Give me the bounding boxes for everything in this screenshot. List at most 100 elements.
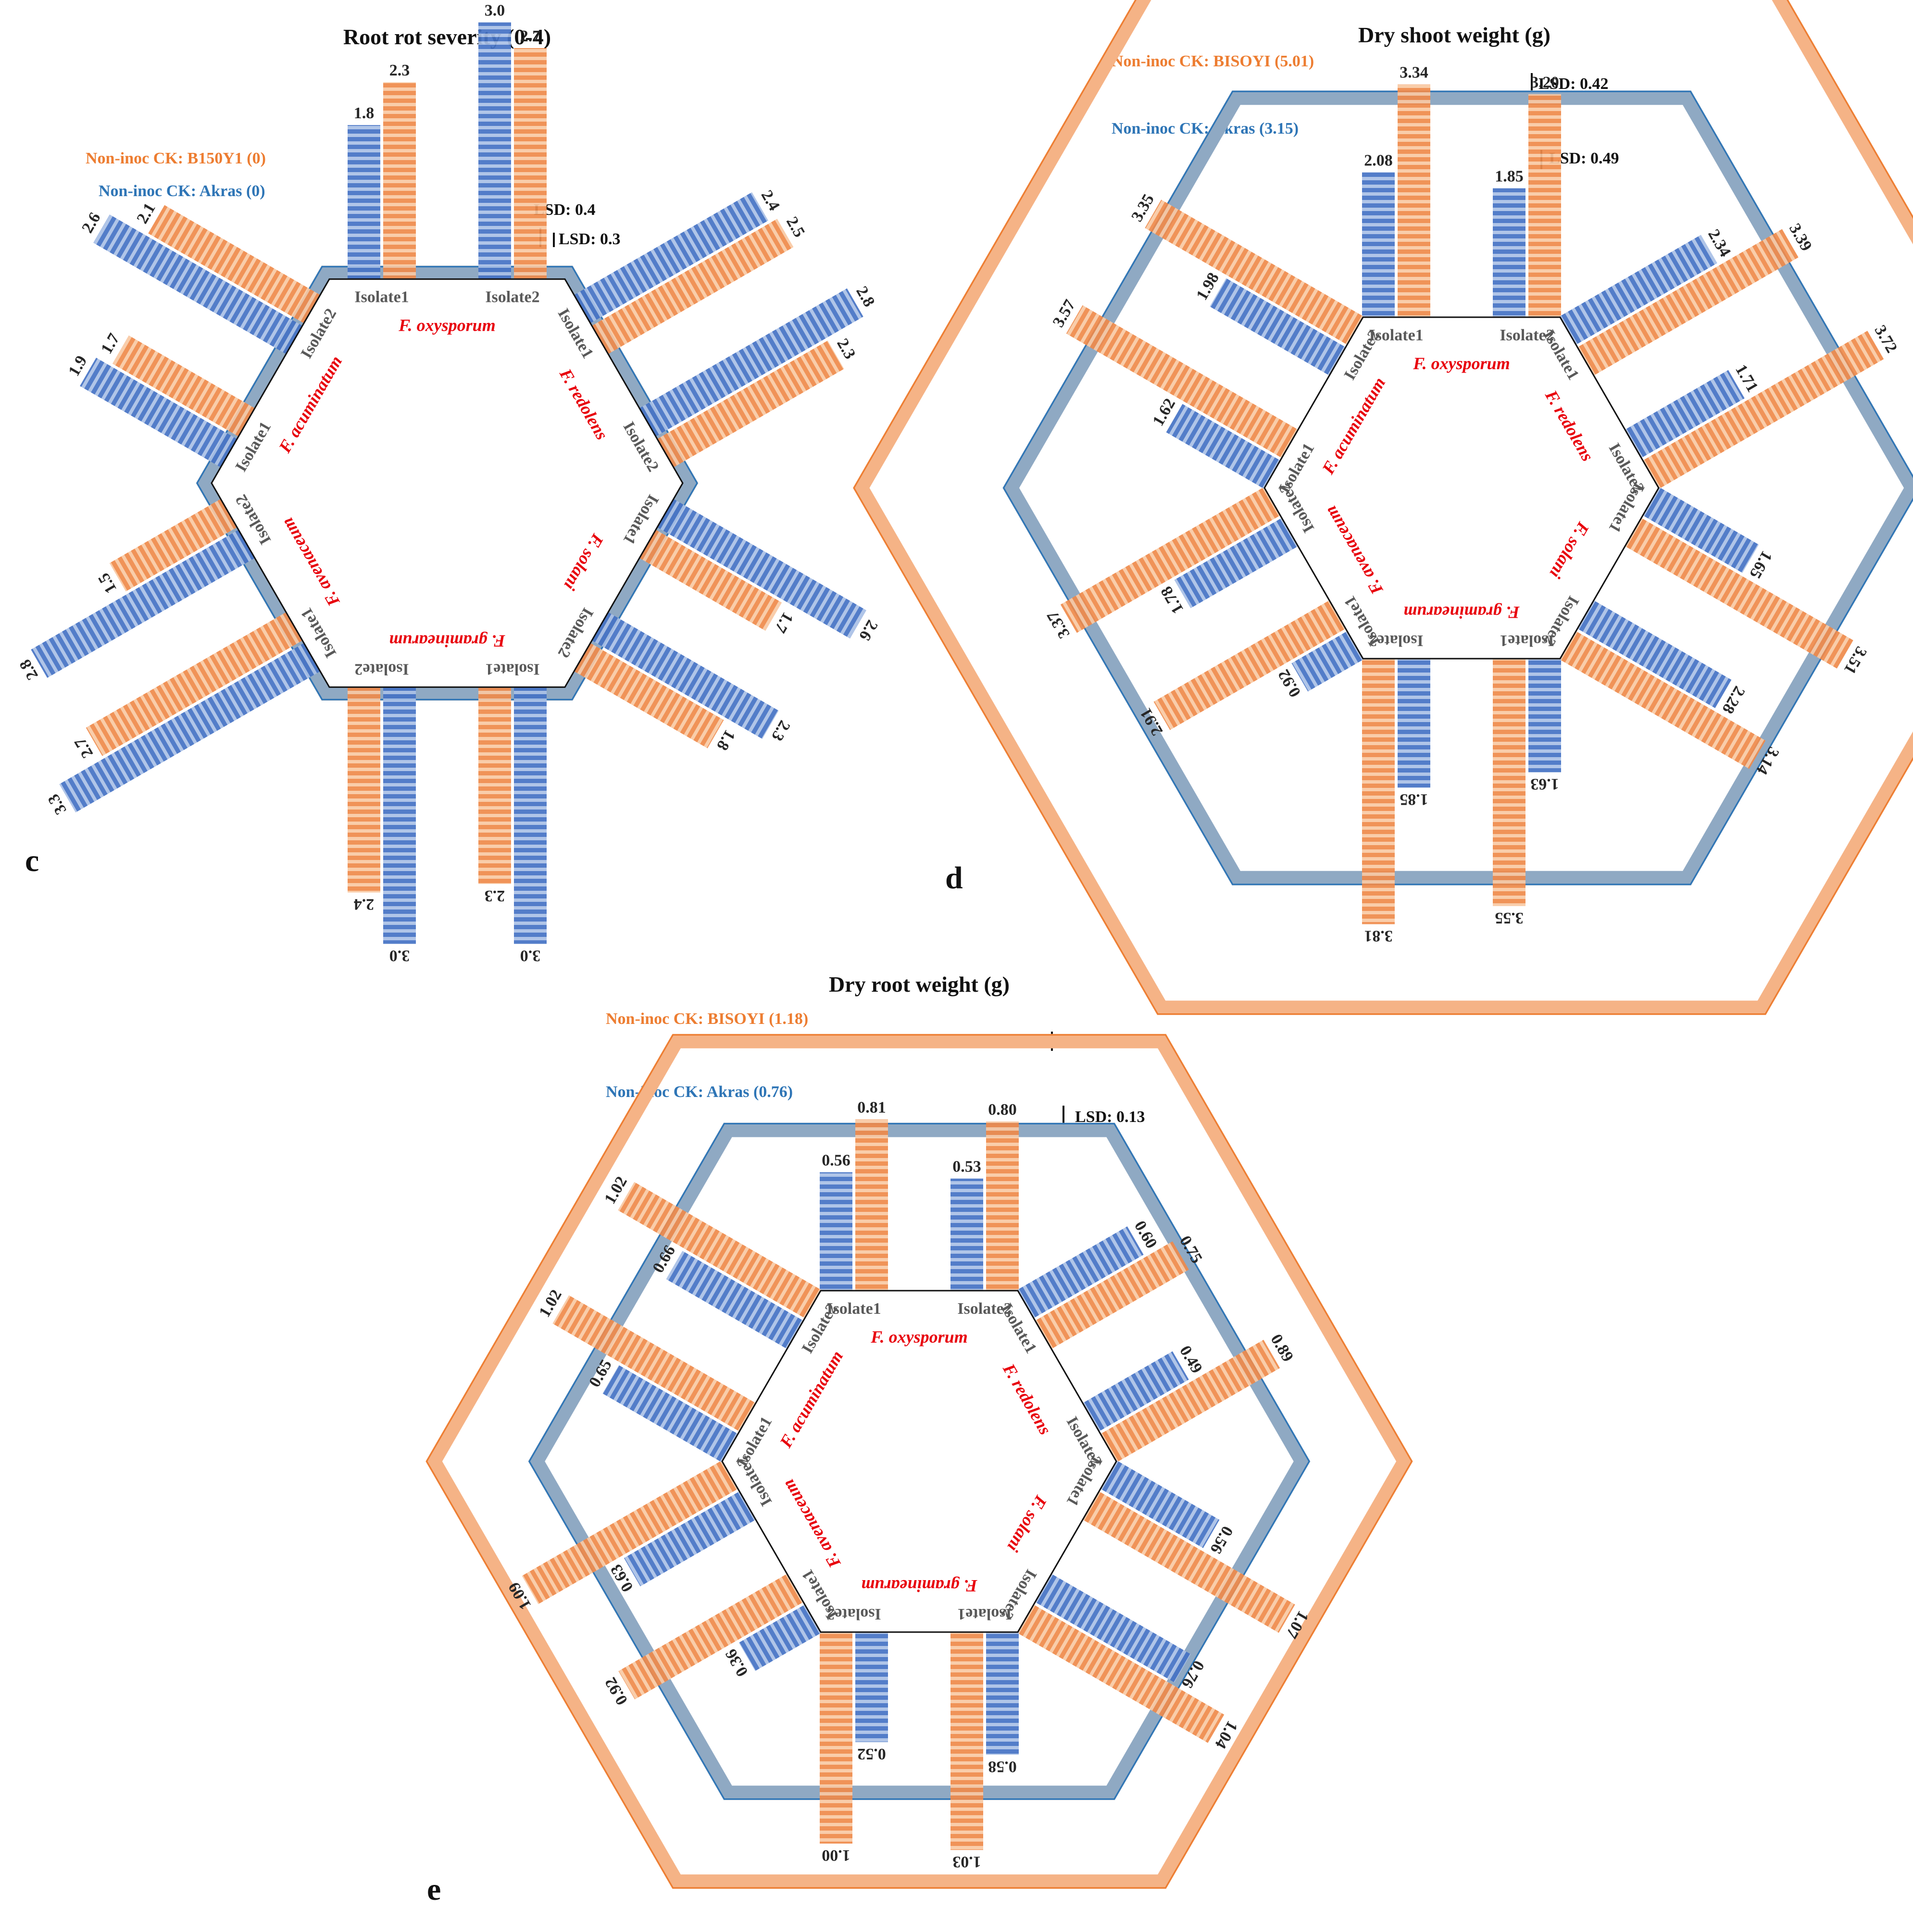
akras-bar bbox=[602, 1365, 738, 1462]
akras-bar bbox=[59, 643, 320, 813]
akras-bar bbox=[514, 687, 547, 944]
cultivar-bar bbox=[1145, 199, 1364, 345]
akras-bar bbox=[1035, 1573, 1191, 1683]
bars: 1.82.33.02.72.42.52.82.32.61.72.31.83.02… bbox=[16, 2, 881, 965]
akras-bar-group: 1.8 bbox=[348, 104, 380, 279]
cultivar-control-ring bbox=[425, 1034, 1413, 1889]
akras-bar-group: 3.0 bbox=[514, 687, 547, 964]
cultivar-value-label: 2.4 bbox=[354, 896, 375, 913]
species-label: F. oxysporum bbox=[1413, 354, 1510, 373]
control-rings bbox=[852, 0, 1913, 1015]
akras-bar-group: 1.63 bbox=[1528, 659, 1561, 793]
isolate-label: Isolate2 bbox=[957, 1300, 1012, 1318]
cultivar-bar bbox=[618, 1573, 803, 1700]
akras-bar-group: 0.52 bbox=[855, 1632, 888, 1763]
cultivar-bar bbox=[522, 1460, 738, 1604]
cultivar-value-label: 0.81 bbox=[857, 1099, 886, 1117]
control-rings bbox=[196, 265, 699, 701]
akras-bar bbox=[1291, 631, 1363, 692]
akras-bar bbox=[80, 358, 237, 468]
cultivar-bar bbox=[109, 499, 237, 592]
akras-value-label: 1.63 bbox=[1530, 775, 1559, 793]
akras-control-ring-edge bbox=[528, 1123, 1310, 1800]
isolate-label: Isolate1 bbox=[826, 1300, 881, 1318]
isolate-label: Isolate1 bbox=[1369, 326, 1423, 344]
cultivar-bar bbox=[986, 1121, 1019, 1291]
akras-value-label: 1.85 bbox=[1495, 168, 1524, 186]
akras-value-label: 3.0 bbox=[485, 2, 505, 20]
isolate-label: Isolate2 bbox=[485, 288, 539, 306]
akras-value-label: 1.85 bbox=[1400, 790, 1428, 808]
akras-bar-group: 3.3 bbox=[44, 643, 320, 818]
cultivar-value-label: 3.34 bbox=[1400, 64, 1428, 82]
akras-bar-group: 0.56 bbox=[820, 1152, 852, 1291]
cultivar-control-label: Non-inoc CK: BISOYI (1.18) bbox=[606, 1010, 808, 1028]
akras-bar bbox=[639, 288, 863, 436]
cultivar-value-label: 2.7 bbox=[520, 27, 541, 45]
side-label-group: Isolate1 Isolate2 F. graminearum bbox=[826, 1576, 1012, 1623]
akras-bar bbox=[1642, 487, 1759, 573]
cultivar-bar-group: 3.81 bbox=[1362, 659, 1395, 945]
species-label: F. graminearum bbox=[861, 1576, 977, 1595]
cultivar-bar bbox=[1066, 305, 1298, 458]
akras-bar-group: 1.85 bbox=[1493, 168, 1525, 317]
cultivar-bar bbox=[1060, 487, 1281, 633]
cultivar-value-label: 0.80 bbox=[988, 1101, 1017, 1119]
akras-bar bbox=[820, 1172, 852, 1291]
akras-bar bbox=[1166, 404, 1280, 489]
akras-control-ring bbox=[1002, 90, 1913, 885]
akras-bar bbox=[950, 1178, 983, 1291]
akras-control-ring bbox=[196, 265, 699, 701]
akras-bar bbox=[624, 1491, 756, 1586]
cultivar-bar bbox=[1625, 518, 1853, 669]
akras-bar-group: 0.53 bbox=[950, 1158, 983, 1291]
cultivar-bar bbox=[112, 335, 255, 436]
akras-value-label: 1.8 bbox=[354, 104, 375, 122]
cultivar-value-label: 1.00 bbox=[822, 1846, 850, 1864]
cultivar-bar bbox=[820, 1632, 852, 1844]
cultivar-bar bbox=[552, 1295, 756, 1432]
akras-value-label: 3.0 bbox=[520, 947, 541, 964]
cultivar-bar bbox=[592, 219, 794, 354]
isolate-label: Isolate1 bbox=[957, 1605, 1012, 1623]
cultivar-bar-group: 2.4 bbox=[348, 687, 380, 913]
akras-bar-group: 3.0 bbox=[383, 687, 416, 964]
akras-bar bbox=[478, 22, 511, 279]
panel-title: Dry shoot weight (g) bbox=[1358, 23, 1550, 47]
cultivar-value-label: 2.3 bbox=[485, 887, 505, 905]
akras-bar bbox=[1493, 188, 1525, 317]
cultivar-control-ring-edge bbox=[425, 1034, 1413, 1889]
panel-letter: c bbox=[25, 843, 39, 878]
akras-bar bbox=[657, 499, 866, 639]
isolate-label: Isolate1 bbox=[485, 660, 539, 678]
cultivar-bar-group: 2.3 bbox=[383, 62, 416, 279]
cultivar-bar bbox=[618, 1182, 821, 1319]
akras-bar bbox=[1100, 1460, 1220, 1548]
panel-letter: e bbox=[427, 1872, 441, 1907]
cultivar-bar bbox=[1362, 659, 1395, 924]
cultivar-bar bbox=[86, 612, 302, 756]
panel-root-rot-severity: Root rot severity (0-4) c Non-inoc CK: B… bbox=[16, 2, 881, 965]
akras-bar bbox=[1625, 370, 1745, 458]
isolate-label: Isolate2 bbox=[354, 660, 409, 678]
akras-value-label: 0.58 bbox=[988, 1757, 1017, 1775]
akras-bar bbox=[1560, 235, 1717, 345]
isolate-label: Isolate2 bbox=[826, 1605, 881, 1623]
akras-bar bbox=[1398, 659, 1430, 788]
akras-bar bbox=[1577, 600, 1732, 709]
akras-bar bbox=[1083, 1351, 1189, 1432]
cultivar-bar bbox=[1577, 229, 1799, 376]
cultivar-bar-group: 0.80 bbox=[986, 1101, 1019, 1291]
species-label: F. graminearum bbox=[1403, 603, 1520, 622]
cultivar-bar bbox=[1493, 659, 1525, 906]
isolate-label: Isolate1 bbox=[1500, 632, 1554, 649]
akras-control-label: Non-inoc CK: Akras (0) bbox=[99, 182, 265, 200]
akras-bar bbox=[1174, 518, 1298, 609]
akras-bar bbox=[383, 687, 416, 944]
